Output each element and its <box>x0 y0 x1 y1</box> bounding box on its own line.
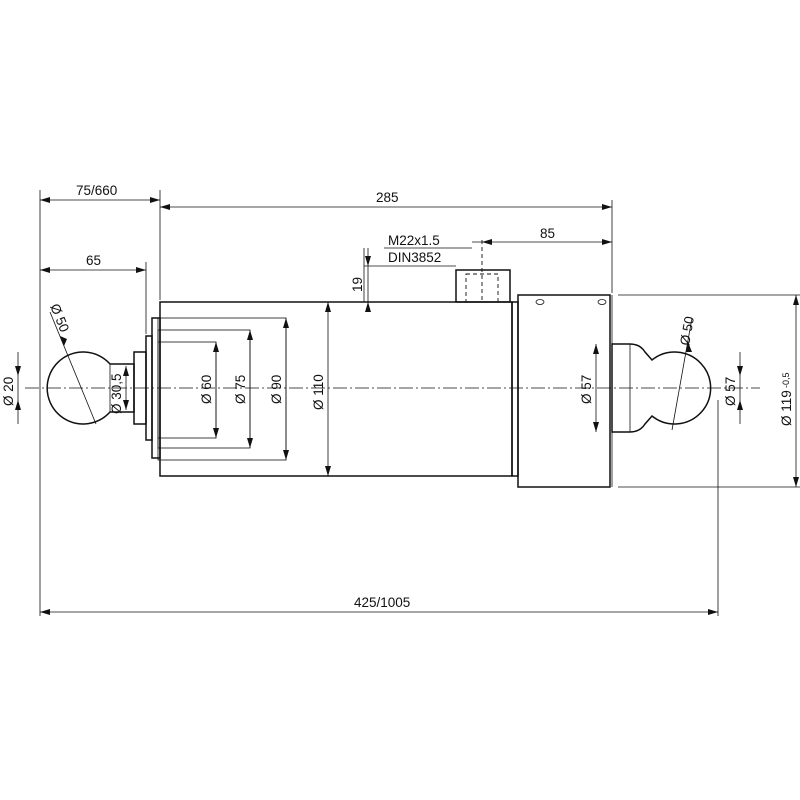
dim-port-height: 19 <box>350 277 365 292</box>
cap-hole-1 <box>535 299 545 305</box>
dim-neck-left: Ø 30,5 <box>109 373 124 414</box>
cap-hole-2 <box>597 299 607 305</box>
dim-gland-90: Ø 90 <box>269 375 284 404</box>
dim-port-offset: 85 <box>540 226 555 241</box>
right-ball-eye <box>611 343 712 433</box>
dim-flange-dia: Ø 119 <box>779 390 794 426</box>
dim-flange-group: Ø 119 -0,5 <box>779 372 794 426</box>
dim-rod-length: 65 <box>86 253 101 268</box>
left-ball-eye <box>46 351 135 425</box>
dim-flange-tol: -0,5 <box>781 372 791 388</box>
dim-tube-dia: Ø 110 <box>311 374 326 410</box>
dim-port-thread: M22x1.5 <box>388 233 440 248</box>
dim-overall-length: 425/1005 <box>354 595 410 610</box>
dim-ball-right: Ø 50 <box>677 315 697 346</box>
dim-port-standard: DIN3852 <box>388 250 441 265</box>
bottom-cap <box>517 294 611 488</box>
dim-body-length: 285 <box>376 190 399 205</box>
port-hole <box>465 273 499 303</box>
gland-bore-90 <box>157 317 287 461</box>
dim-ball-left: Ø 50 <box>47 302 72 335</box>
tube-end-ring <box>511 301 519 477</box>
dimension-labels: 75/660 285 65 85 M22x1.5 DIN3852 19 425/… <box>1 183 794 610</box>
dim-stroke-total: 75/660 <box>76 183 117 198</box>
dimension-lines <box>15 190 800 616</box>
port-boss <box>455 269 511 303</box>
dim-rod-dia: Ø 60 <box>199 375 214 404</box>
dim-pin-left: Ø 20 <box>1 377 16 406</box>
cylinder-geometry <box>25 240 760 488</box>
dim-gland-75: Ø 75 <box>233 375 248 404</box>
dim-bottom-neck: Ø 57 <box>579 375 594 404</box>
dim-pin-right: Ø 57 <box>723 377 738 406</box>
